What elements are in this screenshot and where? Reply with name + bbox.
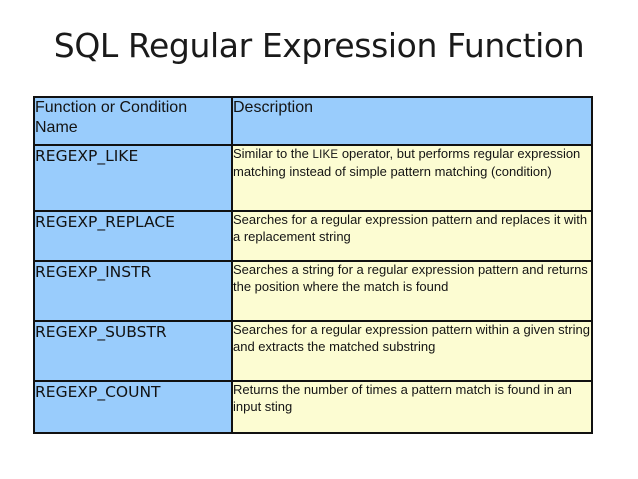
function-name-cell: REGEXP_LIKE bbox=[33, 144, 233, 212]
description-text-smallcaps: LIKE bbox=[312, 149, 339, 161]
description-text-pre: Similar to the bbox=[233, 146, 313, 161]
table-row: REGEXP_INSTR Searches a string for a reg… bbox=[33, 260, 593, 322]
description-text-post: operator, but performs regular expressio… bbox=[233, 146, 581, 179]
column-header-description: Description bbox=[231, 96, 593, 146]
table-row: REGEXP_COUNT Returns the number of times… bbox=[33, 380, 593, 434]
page-title: SQL Regular Expression Function bbox=[53, 26, 585, 65]
table-header-row: Function or Condition Name Description bbox=[33, 96, 593, 146]
function-description-cell: Searches for a regular expression patter… bbox=[231, 210, 593, 262]
function-name-cell: REGEXP_REPLACE bbox=[33, 210, 233, 262]
column-header-function-name: Function or Condition Name bbox=[33, 96, 233, 146]
function-description-cell: Similar to the LIKE operator, but perfor… bbox=[231, 144, 593, 212]
regex-function-table-container: Function or Condition Name Description R… bbox=[33, 96, 593, 434]
function-name-cell: REGEXP_COUNT bbox=[33, 380, 233, 434]
regex-function-table: Function or Condition Name Description R… bbox=[33, 96, 593, 434]
function-name-cell: REGEXP_SUBSTR bbox=[33, 320, 233, 382]
table-row: REGEXP_SUBSTR Searches for a regular exp… bbox=[33, 320, 593, 382]
table-row: REGEXP_LIKE Similar to the LIKE operator… bbox=[33, 144, 593, 212]
function-description-cell: Searches a string for a regular expressi… bbox=[231, 260, 593, 322]
table-row: REGEXP_REPLACE Searches for a regular ex… bbox=[33, 210, 593, 262]
function-description-cell: Returns the number of times a pattern ma… bbox=[231, 380, 593, 434]
function-name-cell: REGEXP_INSTR bbox=[33, 260, 233, 322]
function-description-cell: Searches for a regular expression patter… bbox=[231, 320, 593, 382]
